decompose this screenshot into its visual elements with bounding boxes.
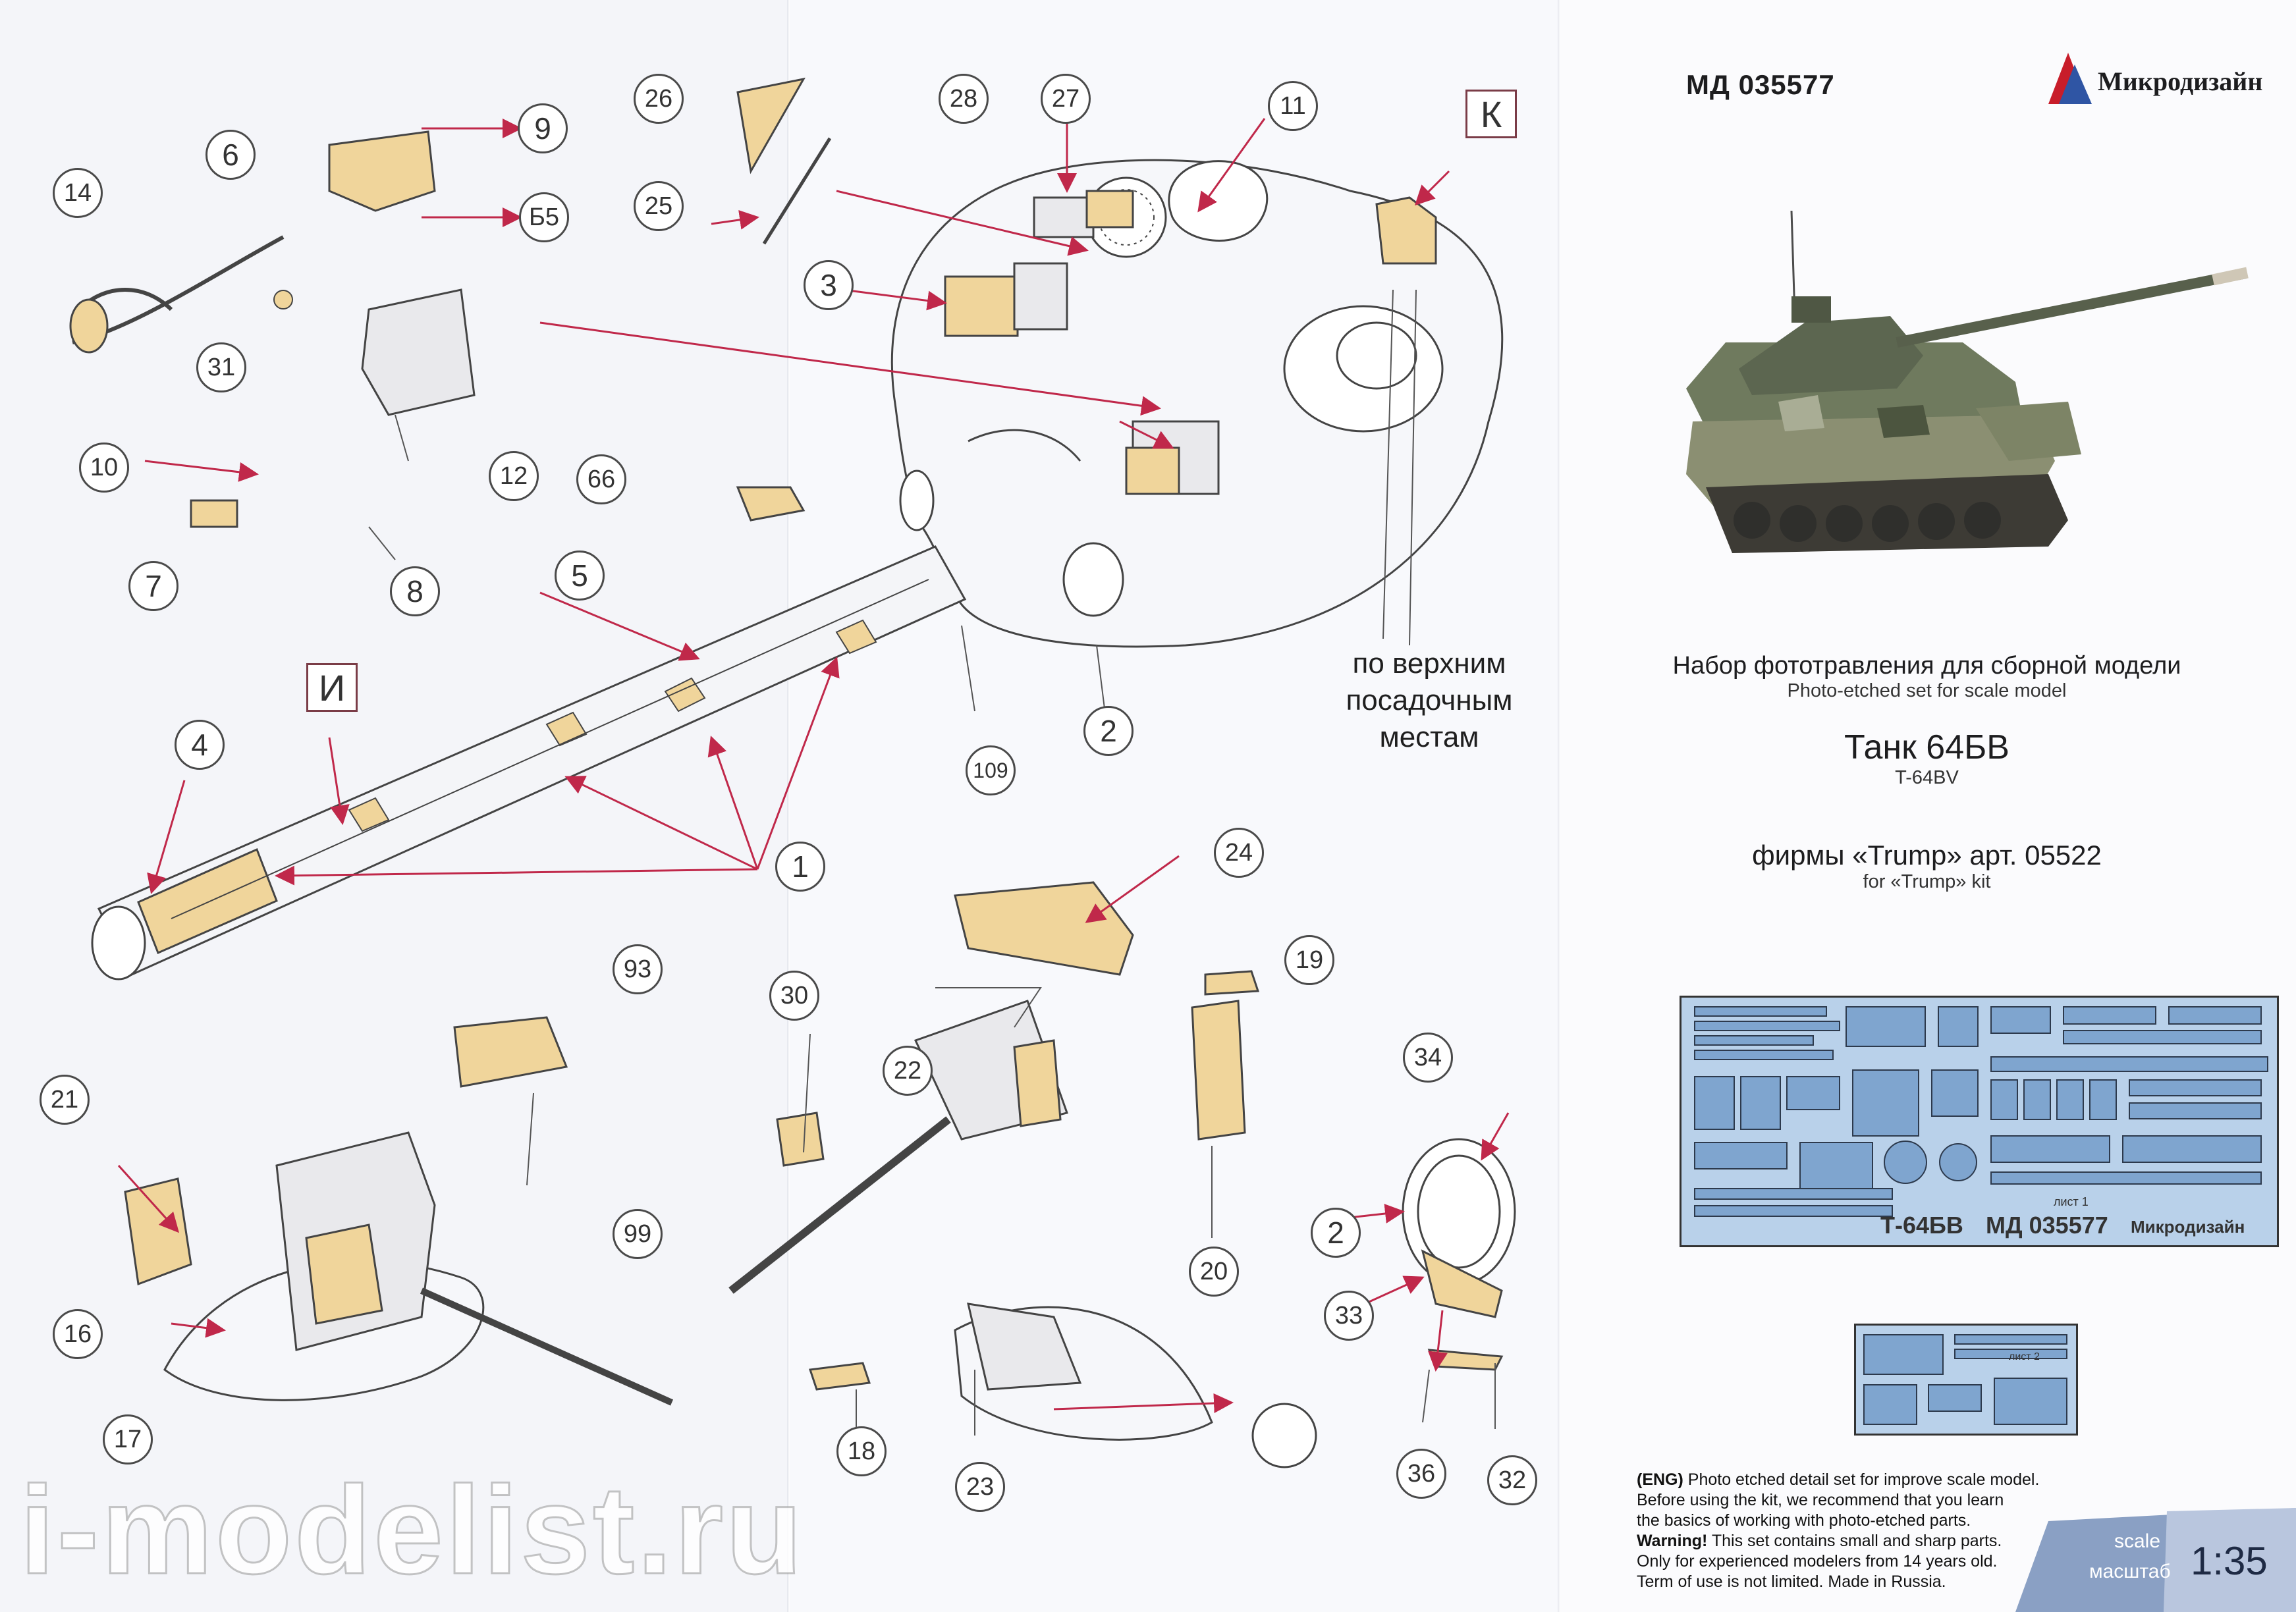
fold-line <box>787 0 790 1612</box>
callout-2: 2 <box>1311 1208 1361 1258</box>
mounting-note-line: по верхним <box>1352 647 1506 680</box>
callout-22: 22 <box>883 1046 933 1096</box>
callout-1: 1 <box>775 842 825 892</box>
fret-parts-pattern <box>1694 1006 2268 1217</box>
callout-3: 3 <box>804 260 854 310</box>
tank-photo <box>1686 210 2249 553</box>
scale-badge: scale масштаб 1:35 <box>2029 1515 2296 1612</box>
product-code: МД 035577 <box>1686 69 1835 100</box>
callout-28: 28 <box>939 74 989 124</box>
callout-12: 12 <box>489 451 539 501</box>
callout-8: 8 <box>390 566 440 616</box>
kit-ru: фирмы «Trump» арт. 05522 <box>1752 840 2102 871</box>
terms-line: Warning! This set contains small and sha… <box>1637 1531 2045 1551</box>
callout-20: 20 <box>1189 1247 1239 1297</box>
callout-11: 11 <box>1268 81 1318 131</box>
callout-16: 16 <box>53 1309 103 1359</box>
model-title: Танк 64БВ T-64BV <box>1558 728 2296 789</box>
callout-17: 17 <box>103 1414 153 1464</box>
model-name-en: T-64BV <box>1895 767 1959 788</box>
callout-7: 7 <box>128 561 178 611</box>
callout-9: 9 <box>518 103 568 153</box>
fret-sheet-number: лист 2 <box>2009 1351 2040 1362</box>
callout-30: 30 <box>769 971 819 1021</box>
terms-line: the basics of working with photo-etched … <box>1637 1511 1971 1530</box>
fret-brand: Микродизайн <box>2131 1217 2245 1237</box>
callout-109: 109 <box>966 745 1016 795</box>
fret-sheet-2 <box>1854 1324 2078 1436</box>
callout-b5: Б5 <box>519 192 569 242</box>
part-leaders <box>368 289 1496 1436</box>
callout-23: 23 <box>955 1462 1005 1512</box>
set-description: Набор фототравления для сборной модели P… <box>1558 652 2296 702</box>
callout-27: 27 <box>1041 74 1091 124</box>
mounting-note-line: посадочным <box>1346 684 1513 716</box>
callout-2: 2 <box>1083 706 1134 756</box>
callout-93: 93 <box>613 944 663 994</box>
scale-value: 1:35 <box>2191 1539 2268 1583</box>
mounting-note: по верхним посадочным местам <box>1324 645 1535 756</box>
subtitle-ru: Набор фототравления для сборной модели <box>1672 652 2181 680</box>
view-label-i: И <box>306 663 358 712</box>
brand-logo-icon <box>2048 53 2092 104</box>
callout-31: 31 <box>196 342 246 392</box>
terms-line: (ENG) Photo etched detail set for improv… <box>1637 1470 2045 1490</box>
model-name-ru: Танк 64БВ <box>1844 728 2009 766</box>
kit-reference: фирмы «Trump» арт. 05522 for «Trump» kit <box>1558 840 2296 893</box>
callout-99: 99 <box>613 1209 663 1259</box>
fret-label: Т-64БВ <box>1880 1212 1963 1239</box>
terms-text: Photo etched detail set for improve scal… <box>1683 1470 2040 1489</box>
callout-33: 33 <box>1324 1291 1374 1341</box>
kit-en: for «Trump» kit <box>1863 871 1991 892</box>
callout-21: 21 <box>40 1075 90 1125</box>
brand-name: Микродизайн <box>2098 67 2263 96</box>
scale-label-en: scale <box>2114 1530 2161 1552</box>
fret-sheet-1 <box>1680 996 2279 1247</box>
callout-5: 5 <box>555 551 605 601</box>
terms-line: Term of use is not limited. Made in Russ… <box>1637 1572 1946 1591</box>
callout-24: 24 <box>1214 828 1264 878</box>
terms-line: Only for experienced modelers from 14 ye… <box>1637 1552 1998 1571</box>
callout-10: 10 <box>79 443 129 493</box>
callout-36: 36 <box>1396 1449 1446 1499</box>
terms-text: This set contains small and sharp parts. <box>1707 1532 2002 1550</box>
view-label-k: К <box>1465 90 1517 138</box>
callout-34: 34 <box>1403 1033 1453 1083</box>
terms-line: Before using the kit, we recommend that … <box>1637 1491 2004 1509</box>
callout-14: 14 <box>53 168 103 218</box>
fret-parts-pattern <box>1863 1334 2067 1425</box>
subtitle-en: Photo-etched set for scale model <box>1787 680 2067 701</box>
callout-19: 19 <box>1284 935 1334 985</box>
terms-tag: (ENG) <box>1637 1470 1683 1489</box>
callout-26: 26 <box>634 74 684 124</box>
terms-tag: Warning! <box>1637 1532 1708 1550</box>
leader-arrows <box>117 95 1510 1413</box>
watermark: i-modelist.ru <box>18 1460 806 1601</box>
callout-32: 32 <box>1487 1455 1537 1505</box>
callout-25: 25 <box>634 181 684 231</box>
mounting-note-line: местам <box>1379 721 1479 753</box>
callout-6: 6 <box>205 130 256 180</box>
callout-18: 18 <box>836 1426 887 1476</box>
callout-4: 4 <box>175 720 225 770</box>
brand: Микродизайн <box>2098 66 2262 97</box>
fret-sheet-number: лист 1 <box>2054 1195 2089 1208</box>
fold-line <box>1558 0 1560 1612</box>
callout-66: 66 <box>576 454 626 504</box>
scale-label-ru: масштаб <box>2089 1561 2171 1582</box>
usage-terms: (ENG) Photo etched detail set for improv… <box>1637 1470 2045 1592</box>
fret-code: МД 035577 <box>1986 1212 2108 1239</box>
